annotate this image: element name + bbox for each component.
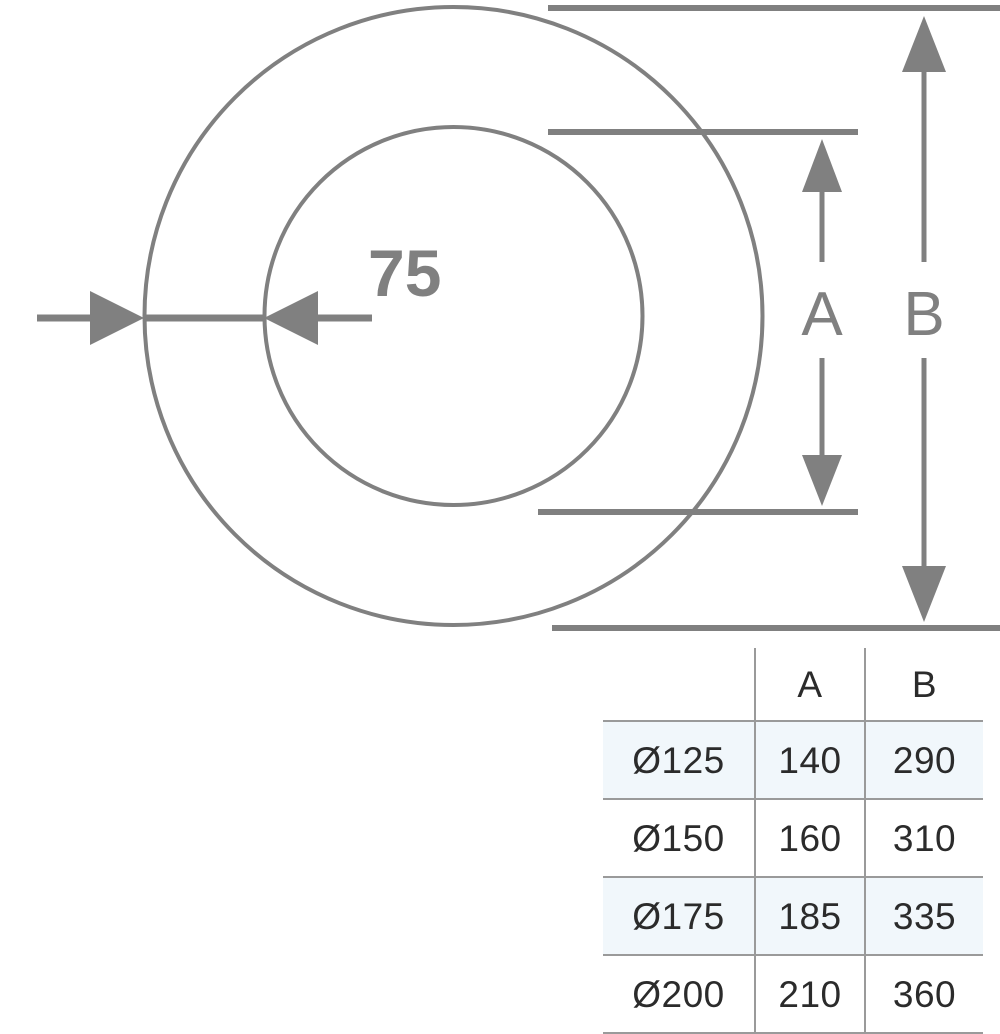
dim-b-lower-arrowhead xyxy=(902,566,946,622)
dim-75-label: 75 xyxy=(368,236,441,310)
dimension-vertical-b: B xyxy=(548,5,1000,631)
table-row: Ø125 140 290 xyxy=(603,720,983,800)
dimension-vertical-a: A xyxy=(538,129,858,515)
table-header: A B xyxy=(603,648,983,722)
table-cell-diameter: Ø150 xyxy=(603,799,755,878)
table-body: Ø125 140 290 Ø150 160 310 Ø175 185 335 Ø… xyxy=(603,720,983,1034)
dim-75-left-arrowhead xyxy=(90,291,144,345)
dim-a-lower-arrowhead xyxy=(802,455,842,506)
table-cell-diameter: Ø175 xyxy=(603,876,755,956)
specification-table-container: A B Ø125 140 290 Ø150 160 310 Ø175 185 xyxy=(603,648,983,1034)
dimension-horizontal-75: 75 xyxy=(37,236,441,345)
dim-b-label: B xyxy=(903,280,944,349)
table-row: Ø175 185 335 xyxy=(603,876,983,956)
table-cell-diameter: Ø125 xyxy=(603,720,755,800)
table-cell-a: 140 xyxy=(754,720,865,800)
dim-75-right-arrowhead xyxy=(264,291,318,345)
table-header-row: A B xyxy=(603,648,983,722)
table-cell-a: 160 xyxy=(754,799,865,878)
table-row: Ø200 210 360 xyxy=(603,955,983,1034)
table-cell-b: 360 xyxy=(864,955,983,1034)
table-cell-diameter: Ø200 xyxy=(603,955,755,1034)
table-header-b: B xyxy=(864,648,983,722)
table-header-blank xyxy=(603,648,755,721)
dimension-diagram: 75 A xyxy=(37,5,1000,631)
table-cell-b: 290 xyxy=(864,720,983,800)
table-row: Ø150 160 310 xyxy=(603,799,983,878)
specification-table: A B Ø125 140 290 Ø150 160 310 Ø175 185 xyxy=(603,648,983,1034)
inner-circle xyxy=(262,125,645,507)
table-cell-a: 210 xyxy=(754,955,865,1034)
technical-drawing: 75 A xyxy=(37,5,1000,1034)
dim-a-upper-arrowhead xyxy=(802,139,842,192)
table-cell-b: 310 xyxy=(864,799,983,878)
table-cell-a: 185 xyxy=(754,876,865,956)
dim-b-upper-arrowhead xyxy=(902,16,946,72)
table-cell-b: 335 xyxy=(864,876,983,956)
dim-a-label: A xyxy=(801,280,843,349)
table-header-a: A xyxy=(754,648,865,722)
